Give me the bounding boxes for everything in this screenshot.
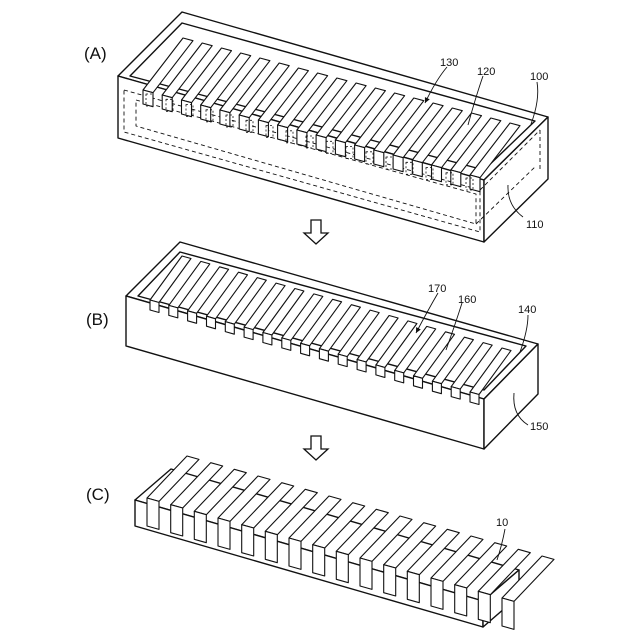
ref-grooves-b: 170	[428, 283, 446, 295]
ref-product-c: 10	[496, 517, 508, 529]
ref-ribs-a: 120	[477, 66, 495, 78]
ref-inner-box-b: 150	[530, 421, 548, 433]
panel-label-c: (C)	[86, 485, 110, 504]
panel-a	[118, 12, 548, 242]
panel-c	[135, 456, 554, 629]
ref-inner-box-a: 110	[526, 219, 544, 231]
ref-outer-box-b: 140	[518, 304, 536, 316]
panel-b	[126, 242, 538, 449]
panel-label-b: (B)	[86, 310, 109, 329]
down-arrow-icon	[304, 436, 328, 460]
panel-label-a: (A)	[84, 44, 107, 63]
down-arrow-icon	[304, 220, 328, 244]
ref-inner-slots-a: 130	[440, 57, 458, 69]
ref-ribs-b: 160	[458, 294, 476, 306]
ref-outer-box-a: 100	[530, 71, 548, 83]
